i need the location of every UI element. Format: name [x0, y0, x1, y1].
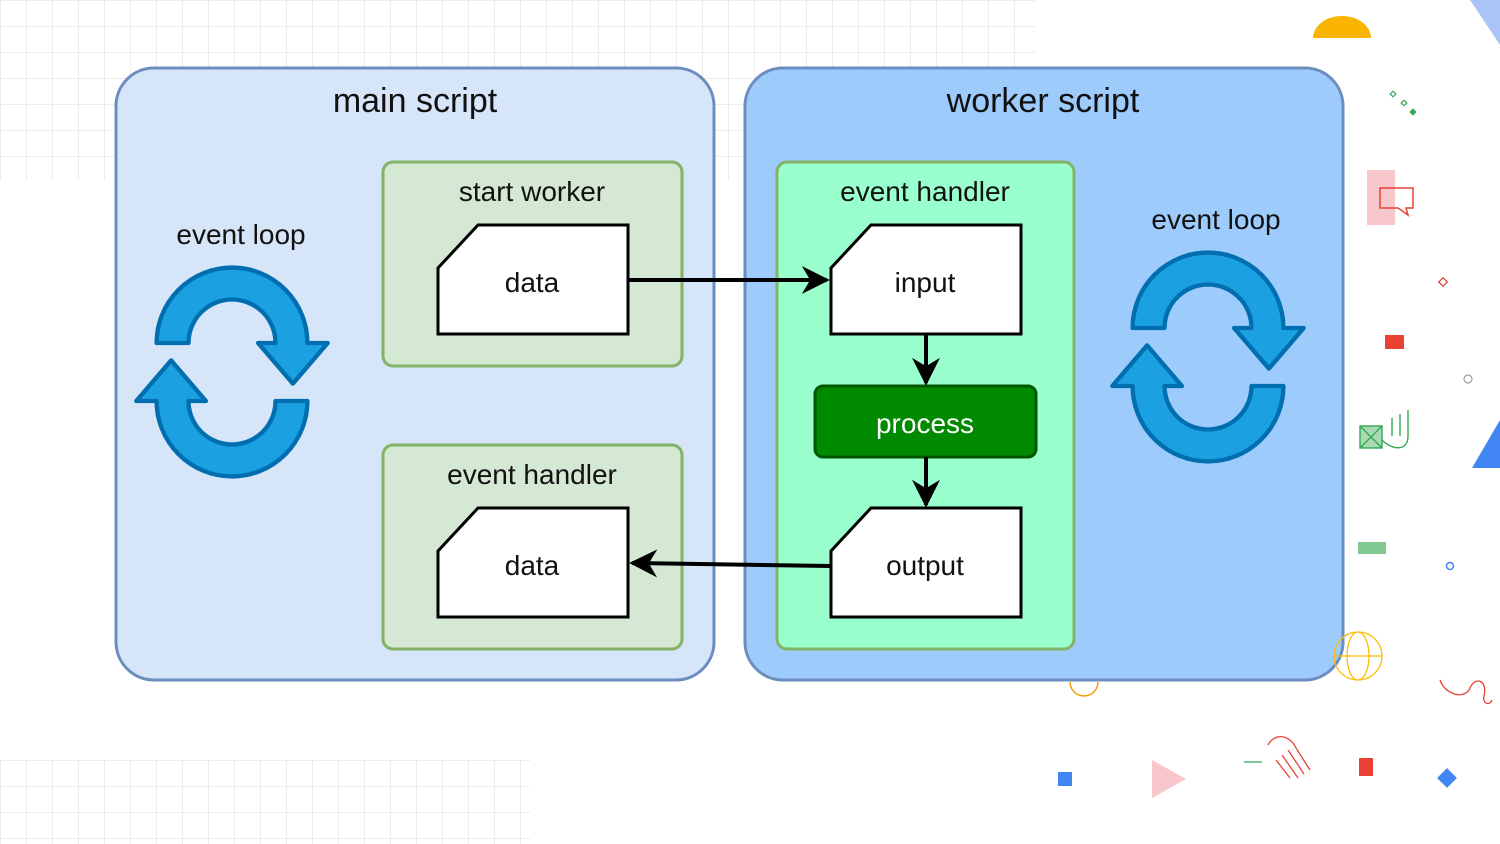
green-checkbox-hand-shape: [1359, 410, 1409, 449]
output-label: output: [886, 550, 964, 581]
dots-diamond-shape: [1389, 90, 1417, 116]
start-worker-box: start worker data: [381, 160, 684, 368]
start-worker-data-label: data: [505, 267, 560, 298]
pink-play-triangle-shape: [1152, 760, 1186, 798]
chat-bubble-outline-shape: [1379, 187, 1414, 217]
process-label: process: [876, 408, 974, 439]
main-script-title: main script: [333, 82, 498, 120]
pink-card-shape: [1367, 170, 1395, 225]
green-bar-shape: [1358, 542, 1386, 554]
worker-event-handler-title: event handler: [840, 176, 1010, 207]
orange-arc-shape: [1069, 681, 1099, 697]
start-worker-data-card: [436, 223, 630, 336]
grey-small-circle-shape: [1463, 374, 1473, 384]
main-script-panel: main script event loop start worker data…: [114, 66, 716, 682]
main-event-handler-data-label: data: [505, 550, 560, 581]
blue-small-circle-shape: [1445, 561, 1455, 571]
main-event-handler-box: event handler data: [381, 443, 684, 651]
main-event-handler-data-card: [436, 506, 630, 619]
decorative-shapes: [1058, 0, 1500, 798]
worker-event-handler-box: event handler input process output: [775, 160, 1076, 651]
red-square-shape: [1359, 758, 1373, 776]
red-swirl-shape: [1439, 679, 1493, 705]
red-hand-outline-shape: [1244, 736, 1311, 779]
background-grid-bottom: [0, 760, 530, 844]
yellow-globe-shape: [1333, 631, 1383, 681]
blue-diamond-shape: [1437, 768, 1457, 788]
red-rect-shape: [1385, 335, 1404, 349]
arrow-output-to-data: [629, 549, 832, 578]
worker-event-loop-label: event loop: [1151, 204, 1280, 235]
input-label: input: [895, 267, 956, 298]
output-data-card: [829, 506, 1023, 619]
start-worker-title: start worker: [459, 176, 605, 207]
main-event-handler-title: event handler: [447, 459, 617, 490]
blue-triangle-right-shape: [1472, 420, 1500, 468]
worker-script-panel: worker script event loop event handler i…: [743, 66, 1345, 682]
blue-triangle-top-shape: [1470, 0, 1500, 45]
worker-script-title: worker script: [946, 82, 1140, 120]
yellow-semicircle-shape: [1313, 16, 1371, 38]
red-small-diamond-shape: [1437, 276, 1449, 288]
blue-square-shape: [1058, 772, 1072, 786]
main-event-loop-label: event loop: [176, 219, 305, 250]
